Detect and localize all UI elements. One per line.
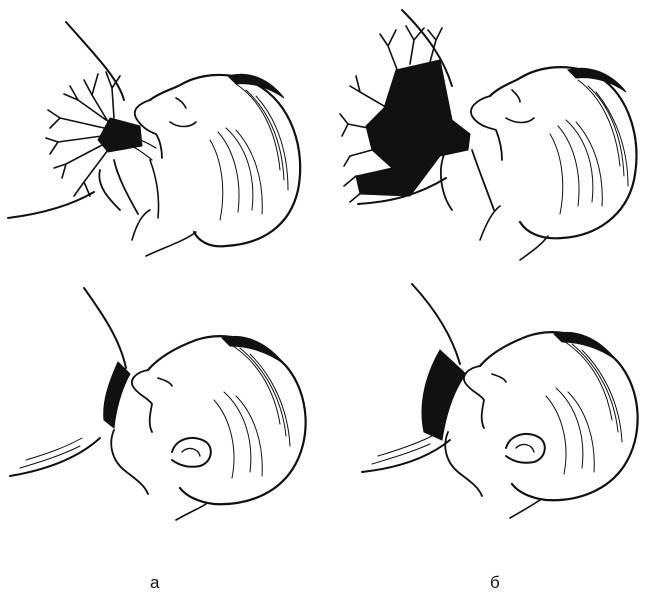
infant-head-a-bottom	[132, 336, 306, 520]
caption-b: б	[490, 574, 500, 591]
infant-head-b-top	[471, 67, 636, 260]
caption-a: а	[150, 574, 159, 591]
panel-b-top	[340, 10, 636, 260]
infant-head-b-bottom	[464, 332, 638, 518]
panel-b-bottom	[362, 284, 638, 518]
milk-ducts-a	[46, 72, 156, 196]
milk-ducts-b	[340, 26, 470, 202]
infant-head-a-top	[135, 74, 300, 256]
panel-a-top	[8, 22, 300, 256]
panel-a-bottom	[10, 288, 306, 520]
